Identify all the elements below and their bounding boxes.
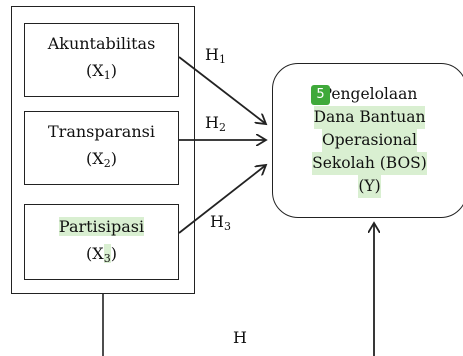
dependent-line-5: (Y) xyxy=(358,175,381,198)
independent-variables-group xyxy=(11,6,195,294)
hypothesis-label-h3: H3 xyxy=(210,212,231,233)
arrow-h1 xyxy=(178,56,266,124)
dependent-line-1: Pengelolaan xyxy=(321,85,418,103)
dependent-line-3: Operasional xyxy=(322,129,417,152)
variable-symbol: (X3) xyxy=(86,244,117,265)
annotation-badge: 5 xyxy=(311,85,330,105)
arrow-h3 xyxy=(178,165,266,234)
hypothesis-label-h: H xyxy=(233,328,247,347)
hypothesis-label-h2: H2 xyxy=(205,113,226,134)
variable-box-akuntabilitas: Akuntabilitas (X1) xyxy=(24,23,179,97)
variable-symbol: (X2) xyxy=(86,149,117,170)
variable-box-partisipasi: Partisipasi (X3) xyxy=(24,204,179,280)
variable-name: Partisipasi xyxy=(58,217,145,236)
dependent-variable-box: Pengelolaan Dana Bantuan Operasional Sek… xyxy=(272,63,463,218)
hypothesis-label-h1: H1 xyxy=(205,45,226,66)
variable-symbol: (X1) xyxy=(86,61,117,82)
variable-box-transparansi: Transparansi (X2) xyxy=(24,111,179,185)
variable-name: Transparansi xyxy=(48,122,155,141)
dependent-line-2: Dana Bantuan xyxy=(313,106,426,129)
variable-name: Akuntabilitas xyxy=(47,34,156,53)
dependent-line-4: Sekolah (BOS) xyxy=(312,152,427,175)
